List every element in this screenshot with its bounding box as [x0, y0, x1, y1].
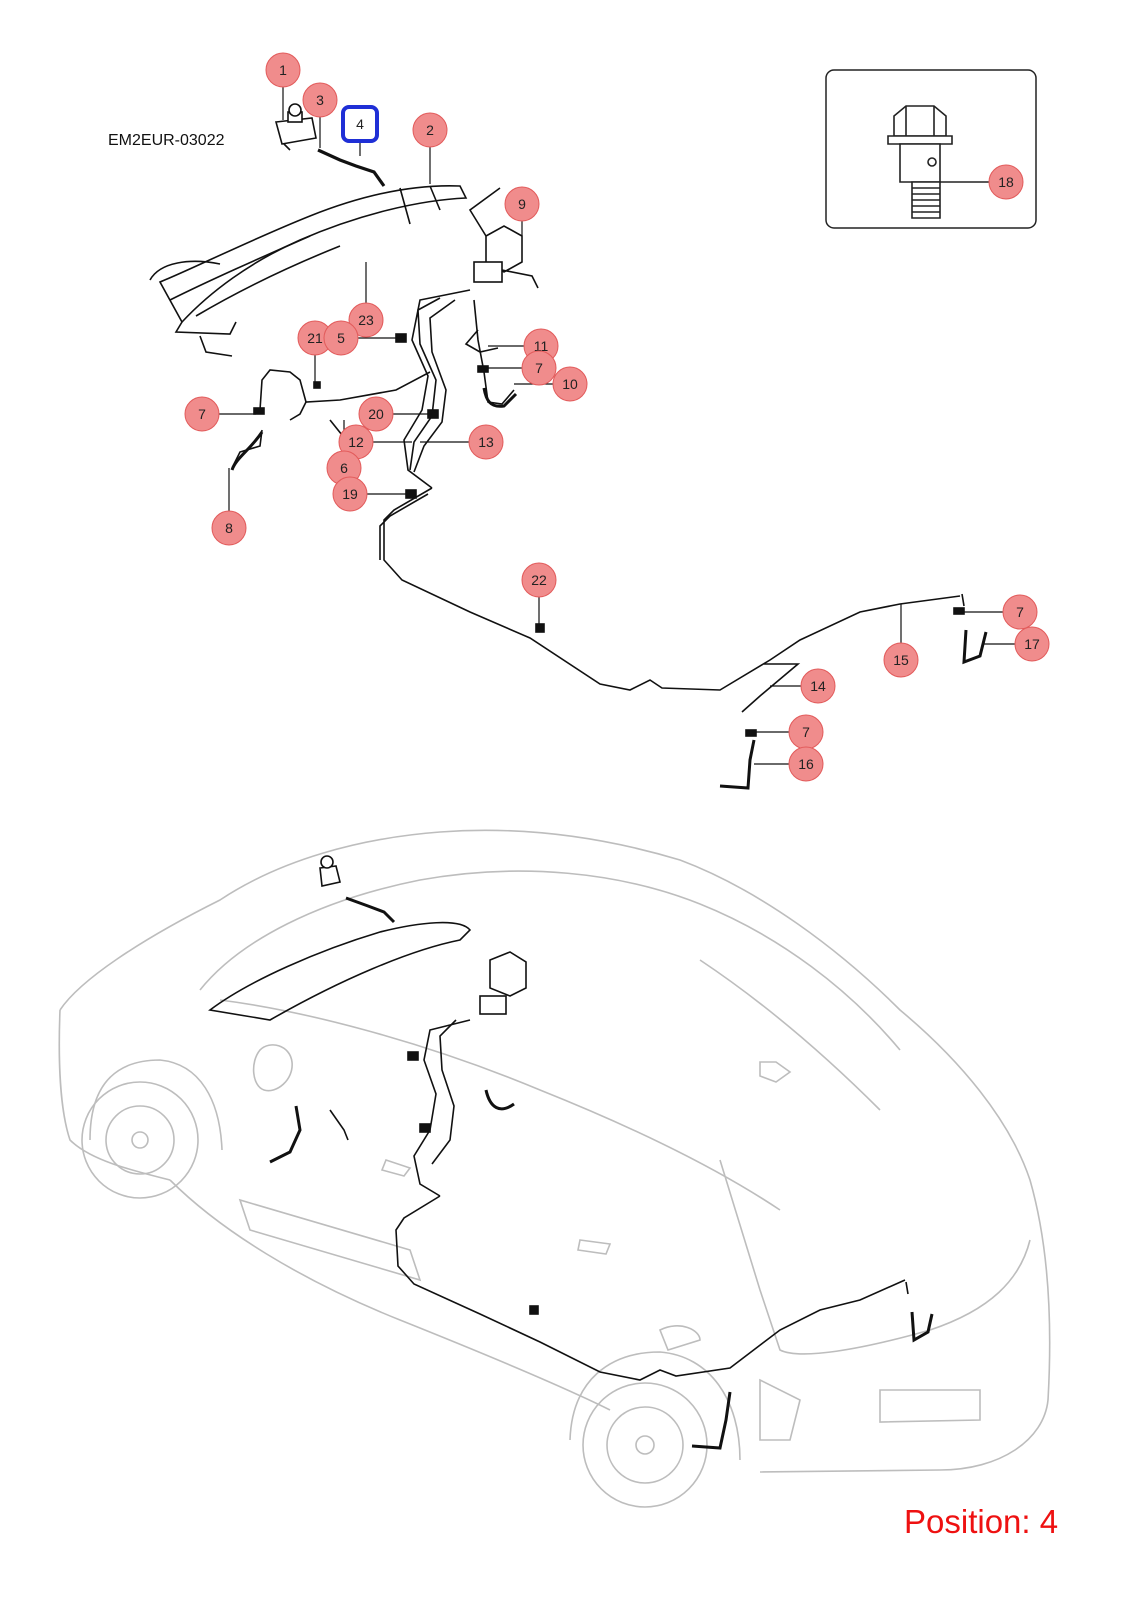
callout-3[interactable]: 3: [302, 82, 338, 118]
callout-8[interactable]: 8: [211, 510, 247, 546]
callout-9[interactable]: 9: [504, 186, 540, 222]
callout-circle: [468, 424, 504, 460]
callout-circle: [348, 302, 384, 338]
callout-circle: [1014, 626, 1050, 662]
callout-4[interactable]: 4: [341, 105, 379, 143]
detail-inset: [825, 69, 1037, 229]
banjo-bolt-drawing: [887, 105, 990, 219]
callout-15[interactable]: 15: [883, 642, 919, 678]
callout-number: 7: [535, 360, 543, 376]
callout-number: 21: [307, 330, 323, 346]
callout-18[interactable]: 18: [988, 164, 1024, 200]
front-brake-pipes: [403, 289, 471, 489]
callout-circle: [323, 320, 359, 356]
callout-circle: [883, 642, 919, 678]
callout-number: 7: [802, 724, 810, 740]
callout-10[interactable]: 10: [552, 366, 588, 402]
callout-number: 18: [998, 174, 1014, 190]
callout-number: 4: [356, 116, 364, 132]
callout-number: 20: [368, 406, 384, 422]
callout-number: 14: [810, 678, 826, 694]
callout-circle: [504, 186, 540, 222]
diagram-code: EM2EUR-03022: [108, 132, 225, 149]
callout-circle: [265, 52, 301, 88]
callout-7[interactable]: 7: [788, 714, 824, 750]
callout-circle: [988, 164, 1024, 200]
callout-23[interactable]: 23: [348, 302, 384, 338]
callout-7[interactable]: 7: [184, 396, 220, 432]
callout-circle: [302, 82, 338, 118]
brake-fluid-reservoir: [274, 103, 317, 151]
car-brake-lines: [208, 855, 934, 1450]
callout-circle: [1002, 594, 1038, 630]
callout-22[interactable]: 22: [521, 562, 557, 598]
callout-number: 19: [342, 486, 358, 502]
callout-7[interactable]: 7: [521, 350, 557, 386]
reservoir-hose: [317, 148, 386, 187]
callout-number: 7: [1016, 604, 1024, 620]
callout-19[interactable]: 19: [332, 476, 368, 512]
callout-number: 6: [340, 460, 348, 476]
exploded-brake-lines: [149, 103, 988, 790]
callout-circle: [521, 350, 557, 386]
callout-7[interactable]: 7: [1002, 594, 1038, 630]
callout-17[interactable]: 17: [1014, 626, 1050, 662]
callout-16[interactable]: 16: [788, 746, 824, 782]
callout-number: 7: [198, 406, 206, 422]
callout-circle: [521, 562, 557, 598]
callout-circle: [412, 112, 448, 148]
callout-number: 8: [225, 520, 233, 536]
callout-number: 16: [798, 756, 814, 772]
abs-module: [468, 187, 539, 289]
position-caption: Position: 4: [904, 1503, 1059, 1540]
selected-highlight: [341, 105, 379, 143]
callout-number: 3: [316, 92, 324, 108]
callout-number: 12: [348, 434, 364, 450]
callout-circle: [788, 746, 824, 782]
callout-number: 9: [518, 196, 526, 212]
callout-number: 17: [1024, 636, 1040, 652]
callout-number: 13: [478, 434, 494, 450]
callout-number: 23: [358, 312, 374, 328]
callout-number: 5: [337, 330, 345, 346]
car-illustration: [58, 829, 1051, 1508]
callout-5[interactable]: 5: [323, 320, 359, 356]
callout-number: 10: [562, 376, 578, 392]
callout-circle: [800, 668, 836, 704]
front-crossmember: [149, 184, 468, 357]
callout-circle: [332, 476, 368, 512]
callout-14[interactable]: 14: [800, 668, 836, 704]
callout-1[interactable]: 1: [265, 52, 301, 88]
callout-circle: [358, 396, 394, 432]
rear-brake-pipe: [383, 487, 961, 691]
callout-20[interactable]: 20: [358, 396, 394, 432]
callout-number: 1: [279, 62, 287, 78]
callout-circle: [211, 510, 247, 546]
callout-number: 22: [531, 572, 547, 588]
callout-number: 2: [426, 122, 434, 138]
callout-number: 11: [534, 338, 549, 354]
callout-circle: [552, 366, 588, 402]
callout-circle: [184, 396, 220, 432]
callout-2[interactable]: 2: [412, 112, 448, 148]
callout-13[interactable]: 13: [468, 424, 504, 460]
callout-number: 15: [893, 652, 909, 668]
callout-12[interactable]: 12: [338, 424, 374, 460]
